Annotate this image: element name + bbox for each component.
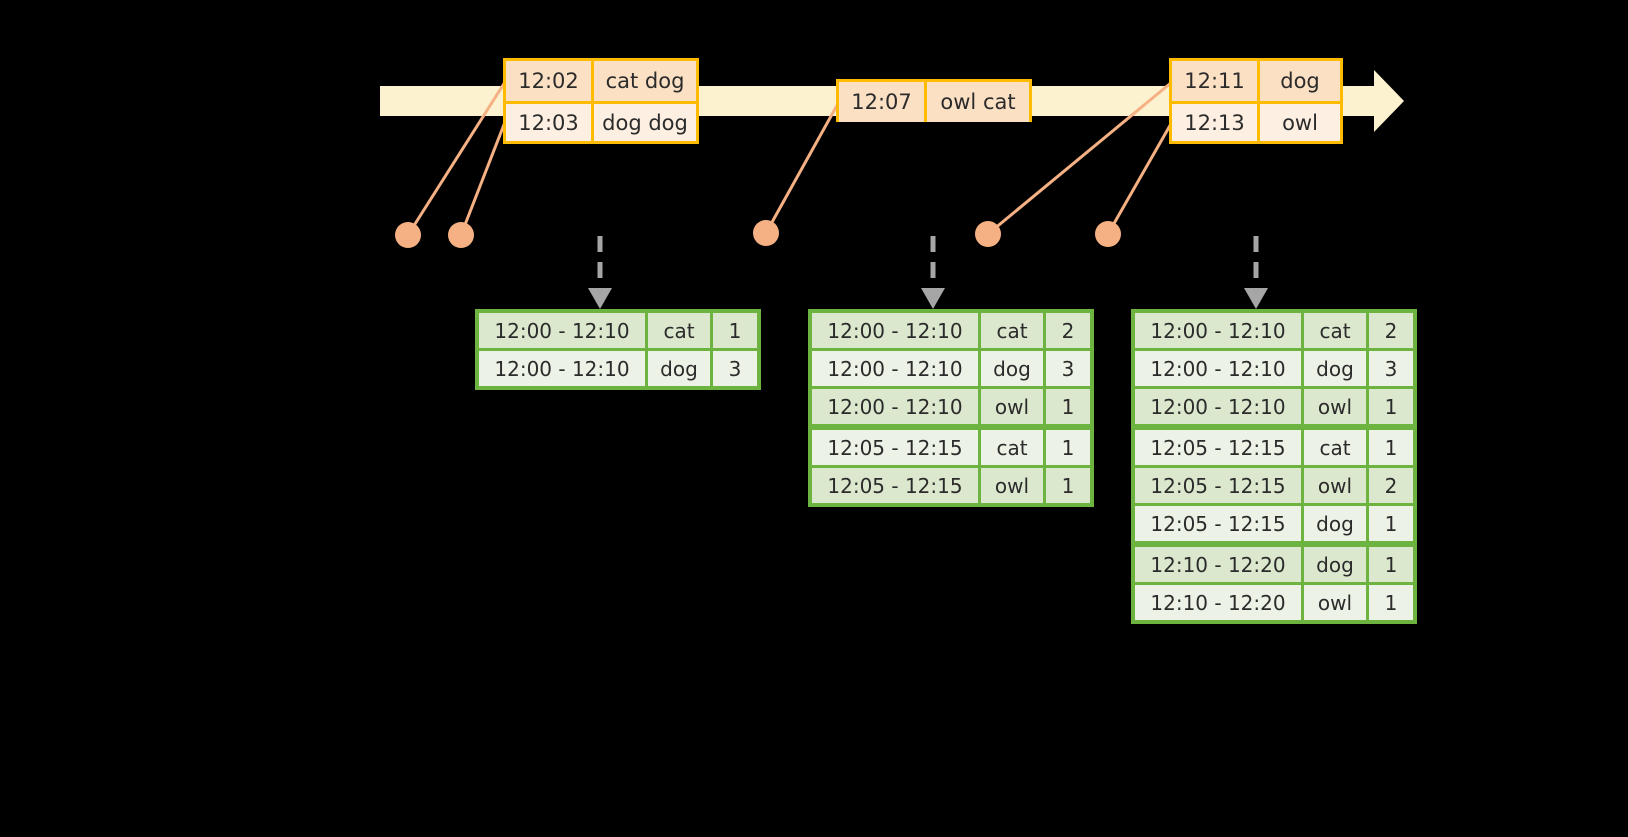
event-words: dog [1280,69,1320,93]
result-window: 12:05 - 12:15 [1135,468,1301,503]
result-window: 12:00 - 12:10 [812,313,978,348]
event-words: cat dog [605,69,685,93]
result-window: 12:00 - 12:10 [479,351,645,386]
event-time: 12:11 [1172,61,1260,101]
stream-dot-4 [975,221,1001,247]
trigger-arrow-2 [921,236,945,309]
trigger-arrow-3 [1244,236,1268,309]
event-time: 12:03 [506,104,594,141]
event-row: 12:02 cat dog [506,61,696,101]
result-window: 12:10 - 12:20 [1135,547,1301,582]
result-window: 12:05 - 12:15 [1135,430,1301,465]
result-count: 1 [1046,430,1090,465]
event-row: 12:07 owl cat [839,82,1029,122]
result-word: cat [648,313,710,348]
result-window: 12:00 - 12:10 [1135,389,1301,424]
result-count: 1 [1369,430,1413,465]
result-count: 2 [1046,313,1090,348]
event-row: 12:03 dog dog [506,101,696,141]
trigger-arrow-1 [588,236,612,309]
result-count: 1 [1046,468,1090,503]
result-window: 12:00 - 12:10 [812,389,978,424]
result-count: 1 [1369,547,1413,582]
result-window: 12:05 - 12:15 [1135,506,1301,541]
stream-dot-3 [753,220,779,246]
result-word: owl [981,389,1043,424]
event-box-1: 12:02 cat dog 12:03 dog dog [503,58,699,144]
result-window: 12:00 - 12:10 [812,351,978,386]
result-word: dog [981,351,1043,386]
result-window: 12:05 - 12:15 [812,430,978,465]
result-count: 1 [1046,389,1090,424]
event-words: dog dog [602,110,688,135]
connector-line-3 [764,99,842,234]
result-word: owl [1304,389,1366,424]
result-word: cat [1304,313,1366,348]
timeline-arrowhead [1374,70,1404,132]
result-word: cat [981,430,1043,465]
result-count: 3 [1046,351,1090,386]
event-time: 12:07 [839,82,927,122]
result-count: 1 [1369,506,1413,541]
result-word: dog [1304,506,1366,541]
result-count: 1 [713,313,757,348]
result-word: cat [981,313,1043,348]
result-window: 12:05 - 12:15 [812,468,978,503]
stream-dot-1 [395,222,421,248]
event-row: 12:11 dog [1172,61,1340,101]
result-window: 12:00 - 12:10 [1135,351,1301,386]
result-word: dog [1304,351,1366,386]
connector-line-5 [1106,121,1174,235]
connector-line-2 [459,121,507,236]
event-words: owl cat [940,90,1016,114]
result-word: owl [1304,468,1366,503]
result-count: 2 [1369,468,1413,503]
event-words: owl [1282,110,1318,135]
event-time: 12:13 [1172,104,1260,141]
event-row: 12:13 owl [1172,101,1340,141]
result-window: 12:10 - 12:20 [1135,585,1301,620]
result-count: 2 [1369,313,1413,348]
result-window: 12:00 - 12:10 [1135,313,1301,348]
result-word: dog [648,351,710,386]
result-word: dog [1304,547,1366,582]
stream-dot-5 [1095,221,1121,247]
event-box-2: 12:07 owl cat [836,79,1032,122]
event-time: 12:02 [506,61,594,101]
result-word: cat [1304,430,1366,465]
result-word: owl [981,468,1043,503]
result-window: 12:00 - 12:10 [479,313,645,348]
result-word: owl [1304,585,1366,620]
result-count: 1 [1369,389,1413,424]
stream-dot-2 [448,222,474,248]
event-box-3: 12:11 dog 12:13 owl [1169,58,1343,144]
result-count: 3 [1369,351,1413,386]
result-count: 3 [713,351,757,386]
result-count: 1 [1369,585,1413,620]
